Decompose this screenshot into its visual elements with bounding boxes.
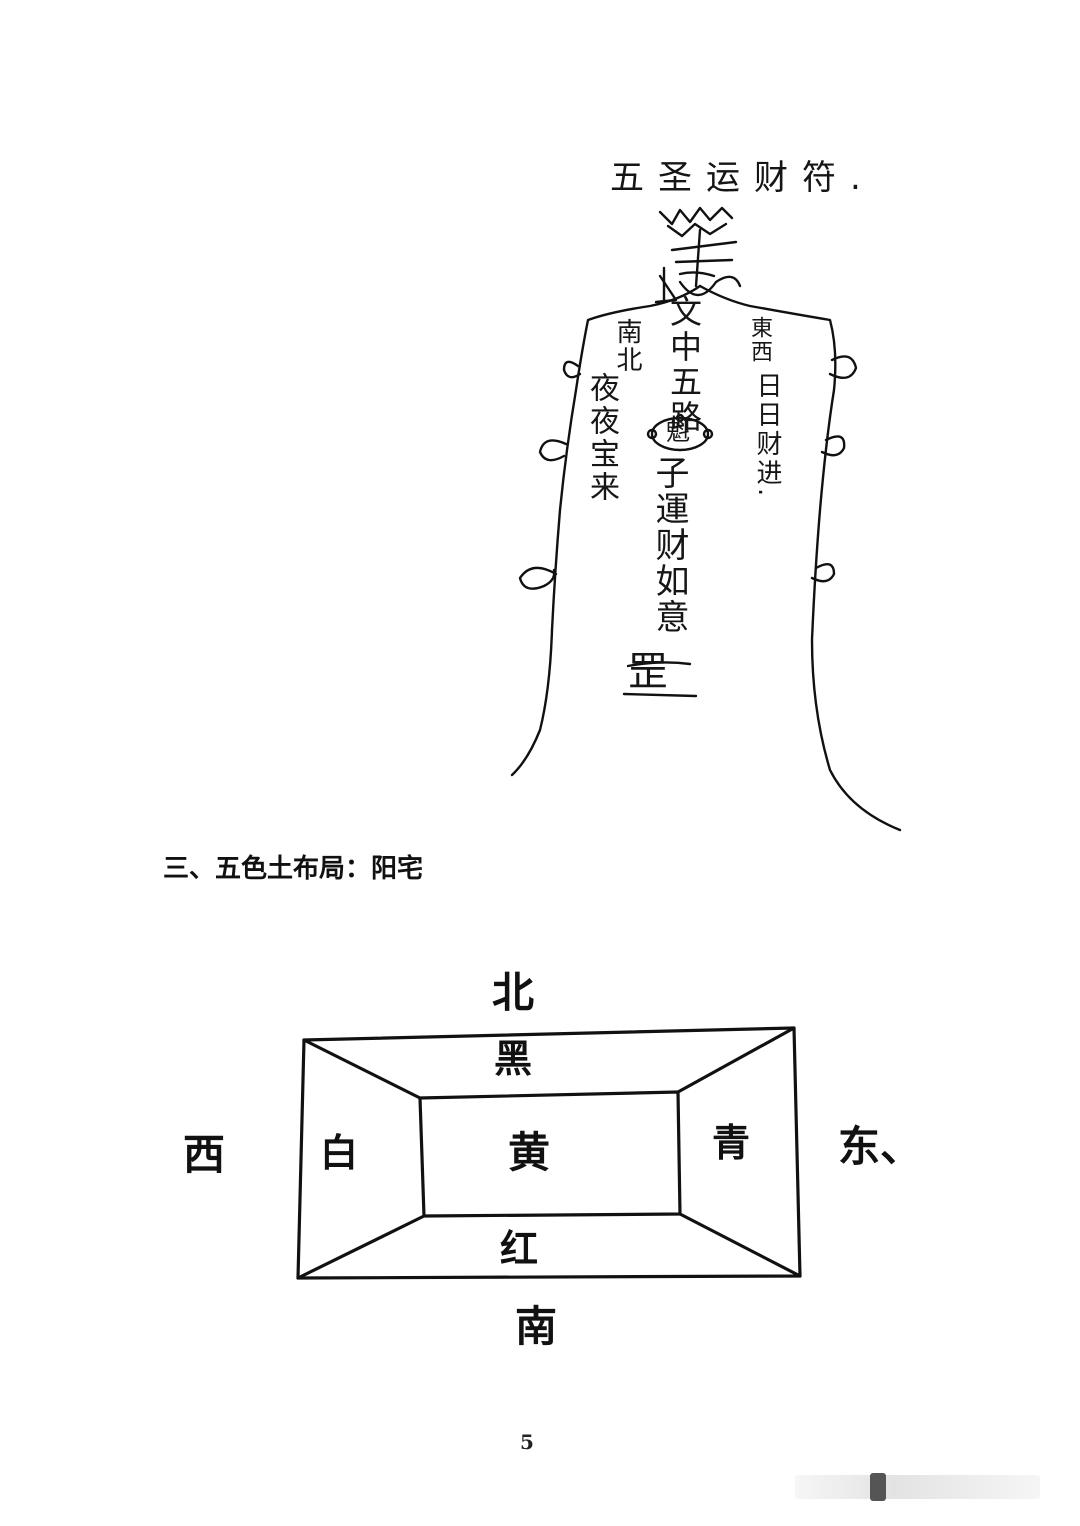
direction-north: 北 — [492, 968, 535, 1017]
page-number: 5 — [520, 1430, 534, 1454]
talisman-left-bottom: 夜夜宝来 — [584, 372, 619, 504]
talisman-left-top: 南北 — [612, 318, 642, 374]
color-north-black: 黑 — [494, 1037, 533, 1081]
corner-line-nw — [302, 1038, 422, 1100]
watermark-knob — [870, 1473, 886, 1501]
talisman-center-mid: 魁 — [666, 418, 690, 446]
direction-east: 东、 — [838, 1122, 923, 1171]
watermark-bar — [795, 1475, 1040, 1499]
corner-line-sw — [296, 1214, 426, 1280]
talisman-center-bottom: 子運财如意 — [649, 455, 689, 635]
color-center-yellow: 黄 — [508, 1128, 551, 1177]
talisman-title: 五圣运财符. — [610, 158, 875, 198]
color-east-green: 青 — [712, 1121, 751, 1165]
corner-line-se — [678, 1212, 802, 1278]
section-heading: 三、五色土布局：阳宅 — [163, 854, 424, 884]
talisman-right-top: 東西 — [747, 316, 772, 364]
five-color-layout-diagram — [296, 1026, 802, 1280]
corner-line-ne — [676, 1026, 796, 1094]
direction-south: 南 — [515, 1302, 558, 1351]
direction-west: 西 — [183, 1130, 226, 1179]
color-south-red: 红 — [500, 1227, 539, 1271]
talisman-outline — [510, 206, 902, 832]
talisman-right-bottom: 日日财进. — [752, 372, 782, 500]
talisman-center-top: 文中五路 — [665, 295, 703, 435]
color-west-white: 白 — [320, 1131, 359, 1175]
talisman-seal: 罡 — [628, 649, 668, 695]
